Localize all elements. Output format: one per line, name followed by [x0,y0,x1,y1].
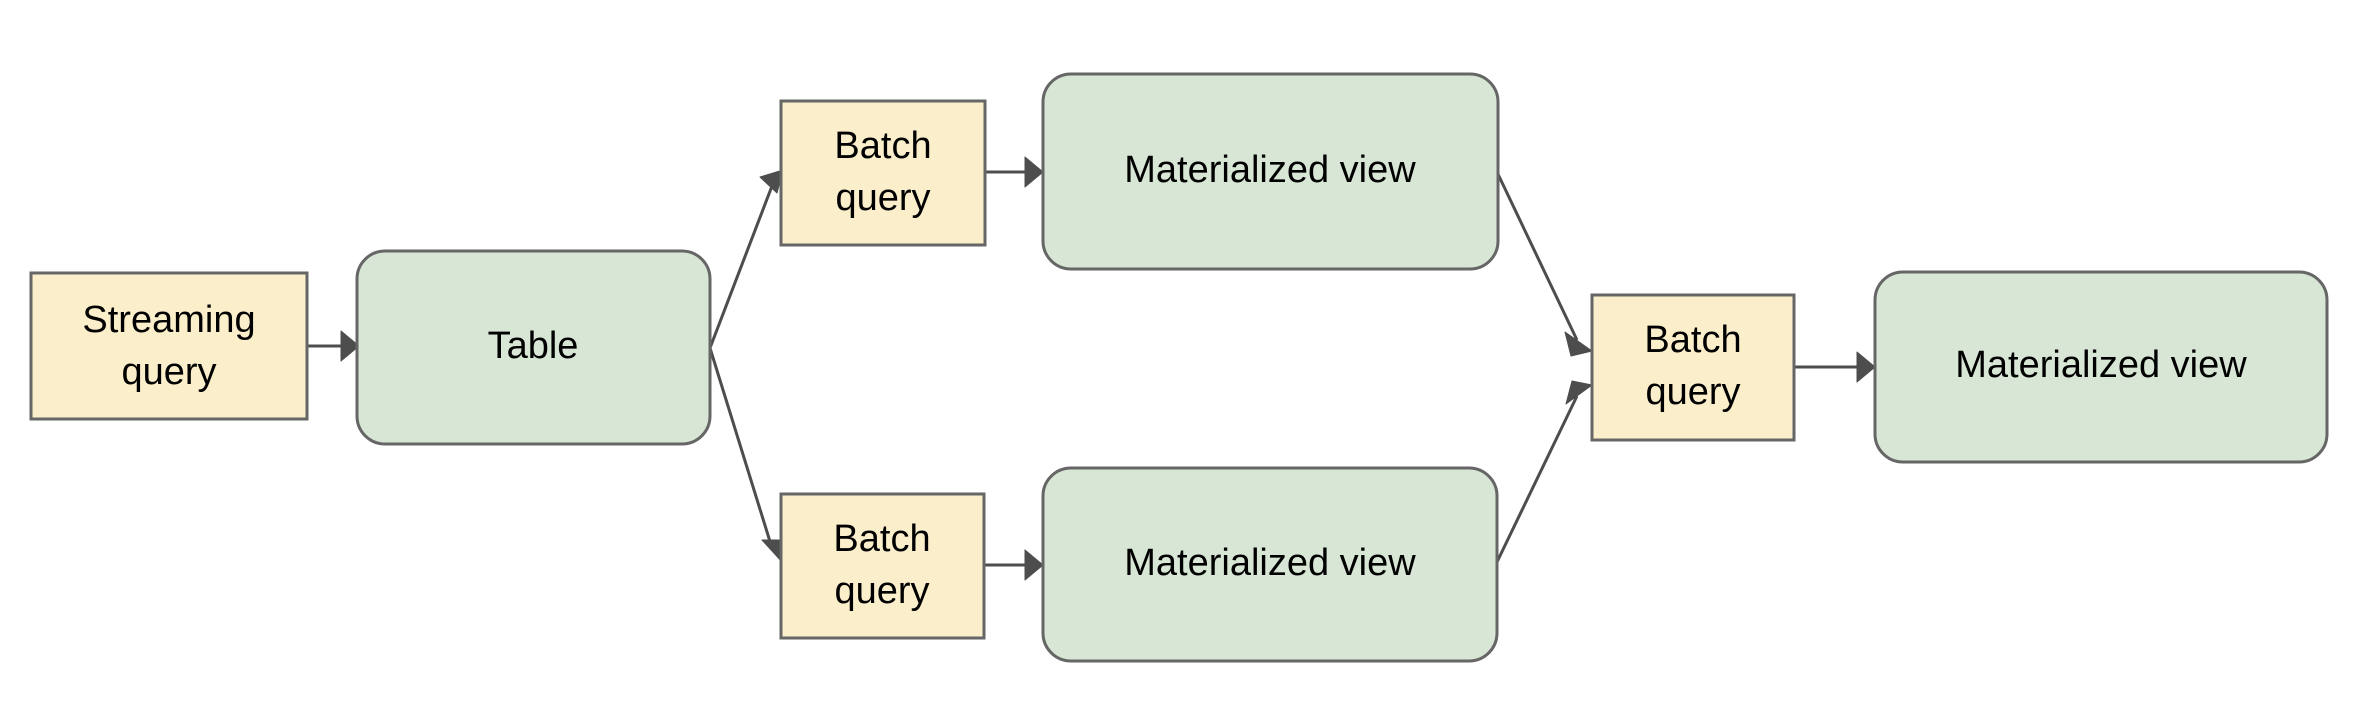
node-materialized-view-final-label: Materialized view [1955,344,2247,386]
node-batch-query-join-shape[interactable] [1590,293,1796,442]
node-materialized-view-top-shape[interactable] [1041,72,1500,271]
edge-mv-top-to-batch-join-arrowhead [1564,331,1593,357]
node-table-shape[interactable] [355,249,712,446]
edge-batch-bottom-to-mv-bottom-arrowhead [1024,549,1044,581]
node-batch-query-top[interactable]: Batch query [779,99,987,247]
node-batch-query-bottom-label-line-2: query [834,570,929,612]
node-streaming-query[interactable]: Streaming query [29,271,309,421]
node-materialized-view-bottom-shape[interactable] [1041,466,1499,663]
edge-table-to-batch-bottom [708,347,784,564]
node-batch-query-bottom-shape[interactable] [779,492,986,640]
node-layer: Streaming query Table Batch query Materi… [29,72,2329,663]
edge-batch-top-to-mv-top [985,156,1044,188]
node-batch-query-top-label-line-1: Batch [834,125,931,167]
edge-table-to-batch-top [708,169,784,349]
edge-table-to-batch-bottom-line [708,347,774,549]
node-batch-query-join-label-line-1: Batch [1644,319,1741,361]
edge-batch-top-to-mv-top-arrowhead [1024,156,1044,188]
node-materialized-view-final-shape[interactable] [1873,270,2329,464]
node-streaming-query-label-line-1: Streaming [82,299,255,341]
node-batch-query-top-shape[interactable] [779,99,987,247]
edge-batch-bottom-to-mv-bottom [984,549,1044,581]
edge-layer [307,156,1876,581]
node-batch-query-top-label-line-2: query [835,177,930,219]
edge-streaming-to-table-arrowhead [340,330,360,362]
node-materialized-view-bottom-label: Materialized view [1124,542,1416,584]
edge-mv-top-to-batch-join-line [1495,171,1579,341]
node-table-label: Table [488,325,579,367]
node-materialized-view-top[interactable]: Materialized view [1041,72,1500,271]
edge-table-to-batch-top-line [708,185,774,349]
node-materialized-view-bottom[interactable]: Materialized view [1041,466,1499,663]
edge-mv-bottom-to-batch-join-arrowhead [1565,380,1593,405]
edge-mv-bottom-to-batch-join-line [1495,395,1579,563]
edge-batch-join-to-mv-final-arrowhead [1856,351,1876,383]
node-streaming-query-label-line-2: query [121,351,216,393]
edge-mv-bottom-to-batch-join [1495,380,1593,563]
node-table[interactable]: Table [355,249,712,446]
node-streaming-query-shape[interactable] [29,271,309,421]
edge-batch-join-to-mv-final [1794,351,1876,383]
edge-streaming-to-table [307,330,360,362]
node-materialized-view-top-label: Materialized view [1124,149,1416,191]
node-batch-query-join[interactable]: Batch query [1590,293,1796,442]
node-batch-query-join-label-line-2: query [1645,371,1740,413]
node-materialized-view-final[interactable]: Materialized view [1873,270,2329,464]
node-batch-query-bottom-label-line-1: Batch [833,518,930,560]
edge-mv-top-to-batch-join [1495,171,1593,357]
node-batch-query-bottom[interactable]: Batch query [779,492,986,640]
